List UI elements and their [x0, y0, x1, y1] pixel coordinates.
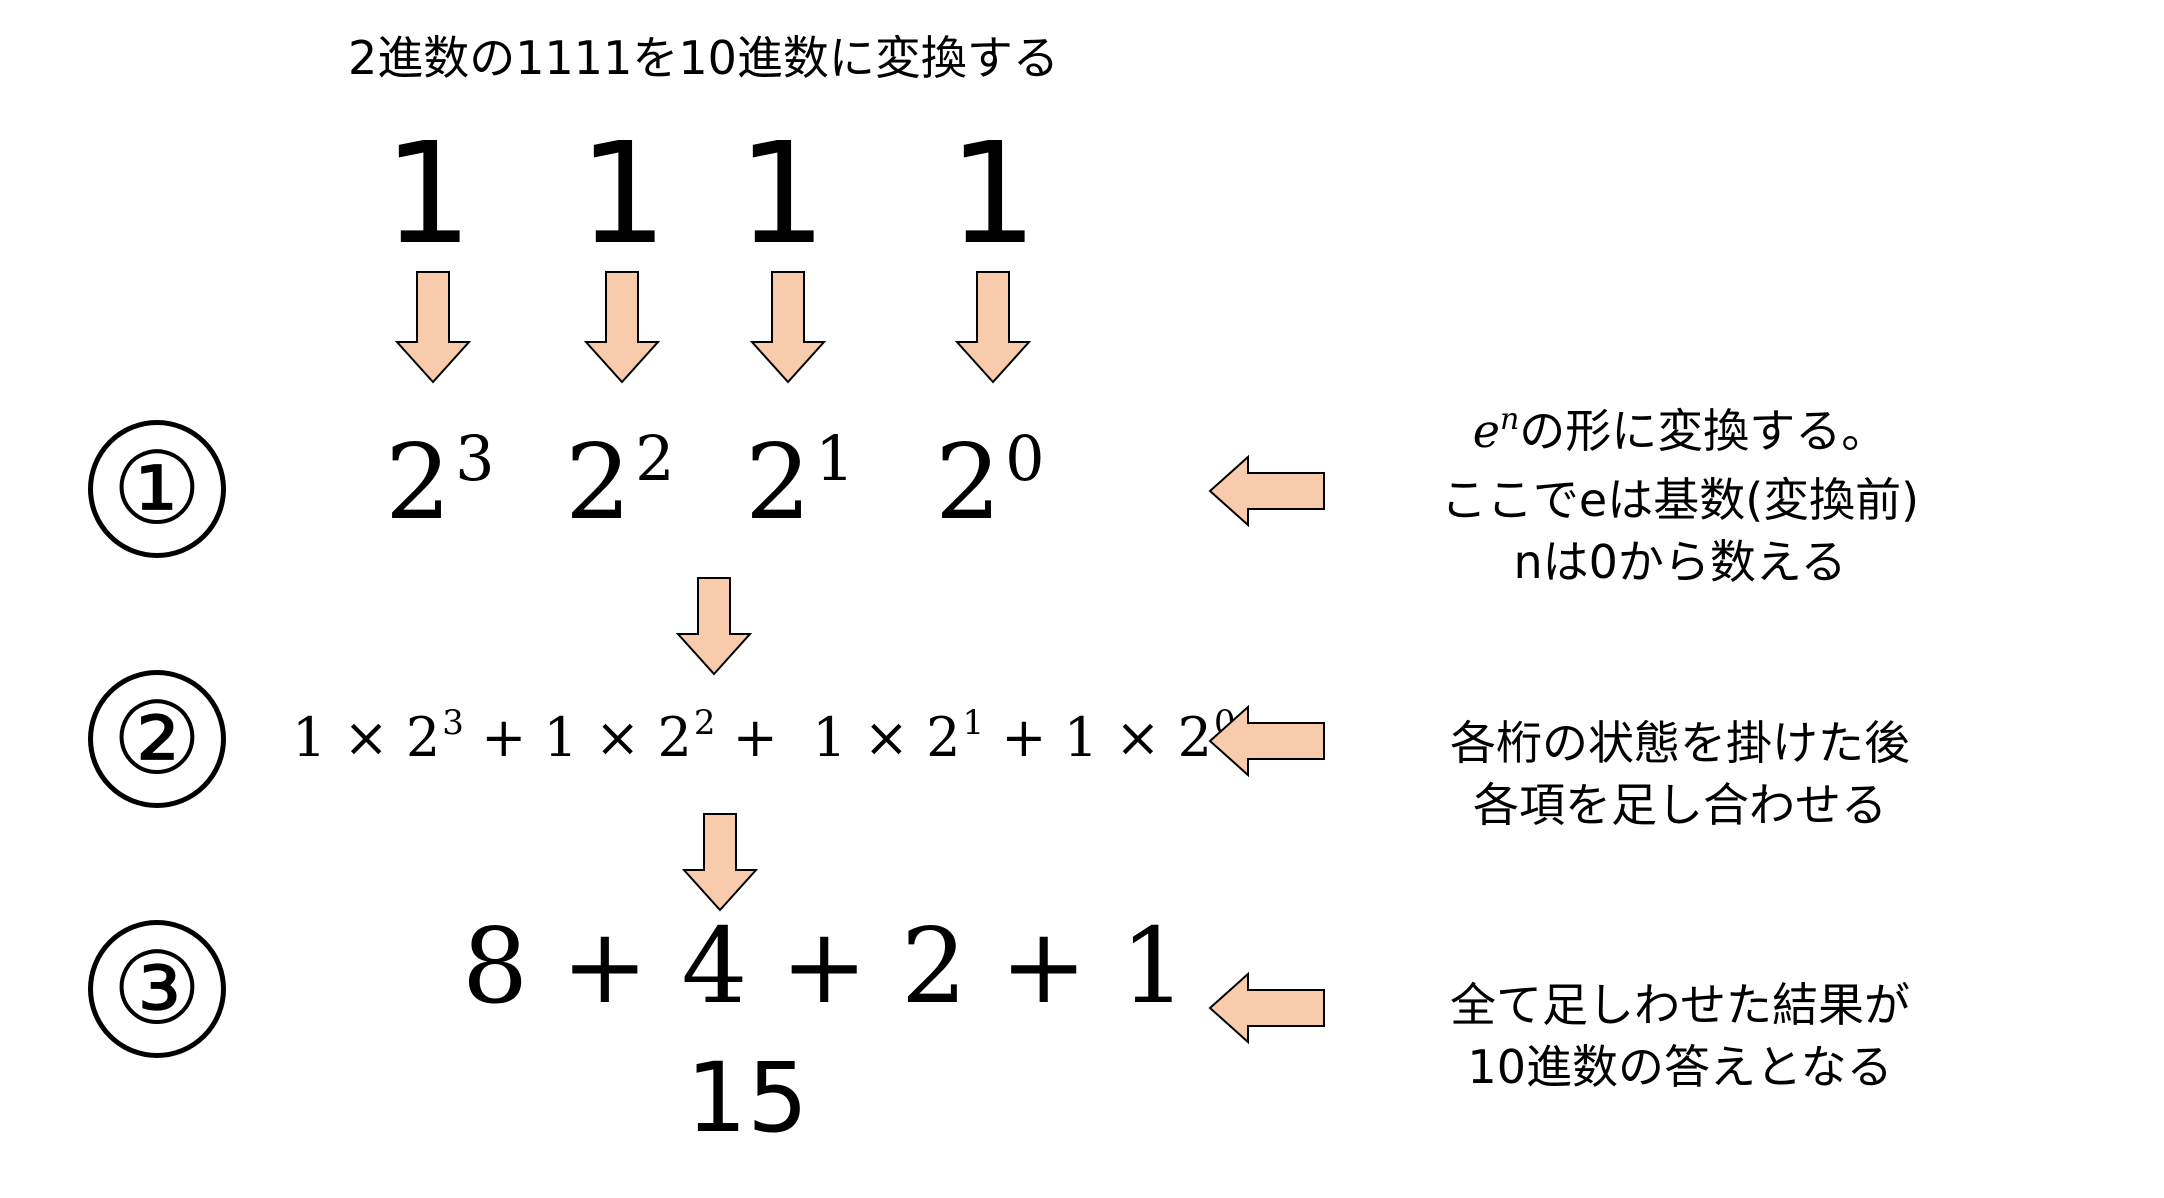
- down-arrow-icon: [954, 271, 1032, 384]
- power-term-2: 22: [565, 421, 675, 543]
- left-arrow-icon: [1208, 704, 1325, 778]
- step-2-marker: ②: [88, 670, 226, 808]
- down-arrow-icon: [749, 271, 827, 384]
- left-arrow-icon: [1208, 454, 1325, 528]
- down-arrow-icon: [675, 577, 753, 676]
- power-term-1: 23: [385, 421, 495, 543]
- note-step-3: 全て足しわせた結果が 10進数の答えとなる: [1450, 978, 1910, 1094]
- binary-digit-1: 1: [383, 113, 473, 276]
- binary-digit-2: 1: [578, 113, 668, 276]
- power-term-3: 21: [745, 421, 855, 543]
- down-arrow-icon: [394, 271, 472, 384]
- sum-expression: 8 + 4 + 2 + 1: [462, 905, 1187, 1027]
- down-arrow-icon: [681, 813, 759, 912]
- step-3-marker: ③: [88, 920, 226, 1058]
- left-arrow-icon: [1208, 971, 1325, 1045]
- diagram-title: 2進数の1111を10進数に変換する: [348, 31, 1059, 85]
- note-step-2: 各桁の状態を掛けた後 各項を足し合わせる: [1450, 716, 1910, 832]
- expanded-expression: 1 × 23 + 1 × 22 + 1 × 21 + 1 × 20: [292, 703, 1236, 769]
- result-value: 15: [686, 1042, 809, 1154]
- binary-digit-4: 1: [948, 113, 1038, 276]
- note-step-1: enの形に変換する。 ここでeは基数(変換前) nは0から数える: [1440, 402, 1920, 589]
- step-1-marker: ①: [88, 420, 226, 558]
- down-arrow-icon: [583, 271, 661, 384]
- binary-digit-3: 1: [737, 113, 827, 276]
- power-term-4: 20: [935, 421, 1045, 543]
